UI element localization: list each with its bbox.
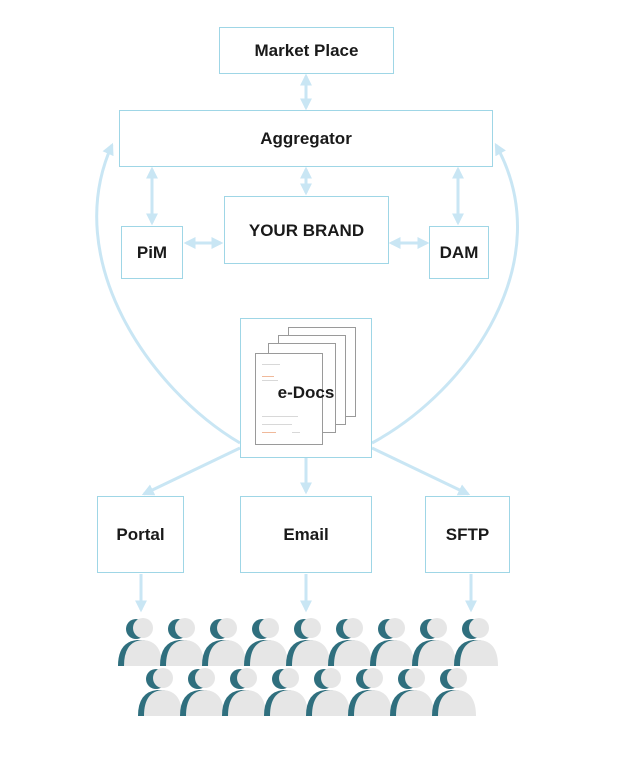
pim-label: PiM: [136, 242, 168, 262]
your-brand-node: YOUR BRAND: [224, 196, 389, 264]
edocs-node: e-Docs: [240, 318, 372, 458]
doc-page-front: [255, 353, 323, 445]
portal-node: Portal: [97, 496, 184, 573]
dam-label: DAM: [439, 242, 479, 262]
recipient-person-icon: [264, 668, 308, 716]
recipient-person-icon: [348, 668, 392, 716]
email-label: Email: [283, 524, 329, 544]
recipient-person-icon: [160, 618, 204, 666]
recipient-person-icon: [412, 618, 456, 666]
recipient-person-icon: [138, 668, 182, 716]
recipient-person-icon: [454, 618, 498, 666]
recipient-person-icon: [370, 618, 414, 666]
edocs-label: e-Docs: [277, 383, 335, 402]
recipient-person-icon: [432, 668, 476, 716]
market-place-node: Market Place: [219, 27, 394, 74]
recipient-person-icon: [390, 668, 434, 716]
dam-node: DAM: [429, 226, 489, 279]
recipient-person-icon: [244, 618, 288, 666]
recipient-person-icon: [306, 668, 350, 716]
aggregator-label: Aggregator: [260, 128, 352, 148]
recipient-person-icon: [328, 618, 372, 666]
sftp-node: SFTP: [425, 496, 510, 573]
edocs-aggregator-right-curve: [371, 142, 519, 445]
pim-node: PiM: [121, 226, 183, 279]
email-node: Email: [240, 496, 372, 573]
aggregator-node: Aggregator: [119, 110, 493, 167]
edocs-sftp-link: [371, 446, 471, 496]
sftp-label: SFTP: [445, 524, 490, 544]
market-place-label: Market Place: [254, 40, 359, 60]
recipient-person-icon: [180, 668, 224, 716]
recipient-person-icon: [202, 618, 246, 666]
edocs-aggregator-left-curve: [95, 142, 241, 445]
recipient-person-icon: [118, 618, 162, 666]
portal-label: Portal: [116, 524, 165, 544]
recipient-person-icon: [286, 618, 330, 666]
your-brand-label: YOUR BRAND: [248, 221, 365, 240]
recipient-person-icon: [222, 668, 266, 716]
edocs-portal-link: [141, 446, 241, 496]
